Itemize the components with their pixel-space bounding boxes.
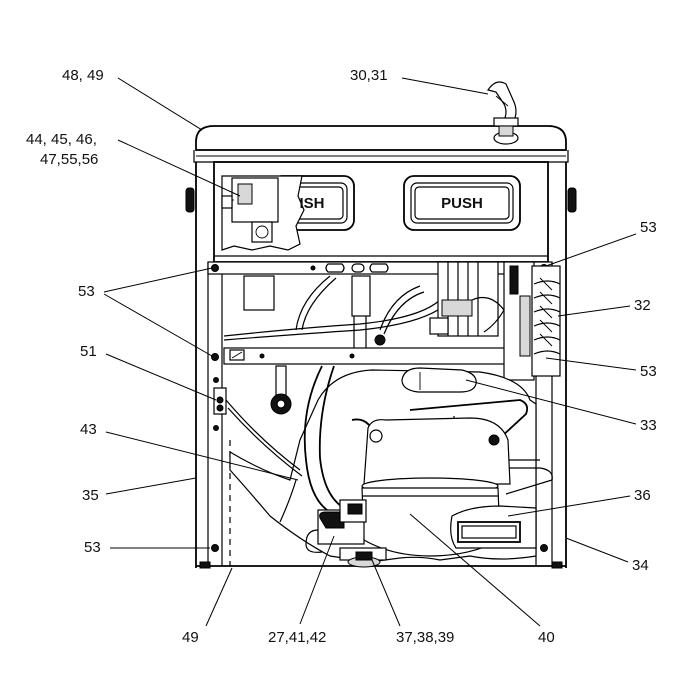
callout-43: 43	[80, 421, 97, 438]
compressor	[361, 417, 511, 557]
callout-44-line1: 44, 45, 46,	[26, 131, 97, 148]
callout-40: 40	[538, 629, 555, 646]
front-panel	[185, 161, 577, 263]
crossbar-slots	[310, 263, 389, 273]
callout-32: 32	[634, 297, 651, 314]
drier-tube	[401, 367, 477, 393]
right-push-button-frame	[403, 175, 521, 231]
left-probe	[270, 365, 292, 415]
control-box	[213, 387, 227, 415]
mounts	[339, 547, 387, 568]
start-relay	[305, 499, 367, 553]
callout-53-right-mid: 53	[640, 363, 657, 380]
callout-36: 36	[634, 487, 651, 504]
callout-33: 33	[640, 417, 657, 434]
callout-48-49: 48, 49	[62, 67, 104, 84]
upper-internals	[223, 261, 535, 381]
callout-labels: 48, 49 30,31 44, 45, 46, 47,55,56 53 53 …	[26, 67, 657, 646]
bubbler-nozzle	[487, 81, 519, 145]
valve-cutaway	[221, 175, 305, 251]
condenser-tray	[450, 505, 537, 549]
middle-crossbar	[223, 347, 529, 365]
callout-35: 35	[82, 487, 99, 504]
right-corrugated-panel	[531, 265, 561, 377]
callout-49: 49	[182, 629, 199, 646]
callout-53-top-right: 53	[640, 219, 657, 236]
callout-27-41-42: 27,41,42	[268, 629, 326, 646]
left-push-label: ISH	[299, 195, 324, 212]
callout-44-line2: 47,55,56	[40, 151, 98, 168]
right-push-label: PUSH	[441, 195, 483, 212]
leader-lines	[103, 77, 637, 627]
callout-53-left-upper: 53	[78, 283, 95, 300]
callout-37-38-39: 37,38,39	[396, 629, 454, 646]
callout-53-left-lower: 53	[84, 539, 101, 556]
callout-30-31: 30,31	[350, 67, 388, 84]
callout-34: 34	[632, 557, 649, 574]
callout-51: 51	[80, 343, 97, 360]
push-button-labels: ISH PUSH	[299, 195, 482, 212]
